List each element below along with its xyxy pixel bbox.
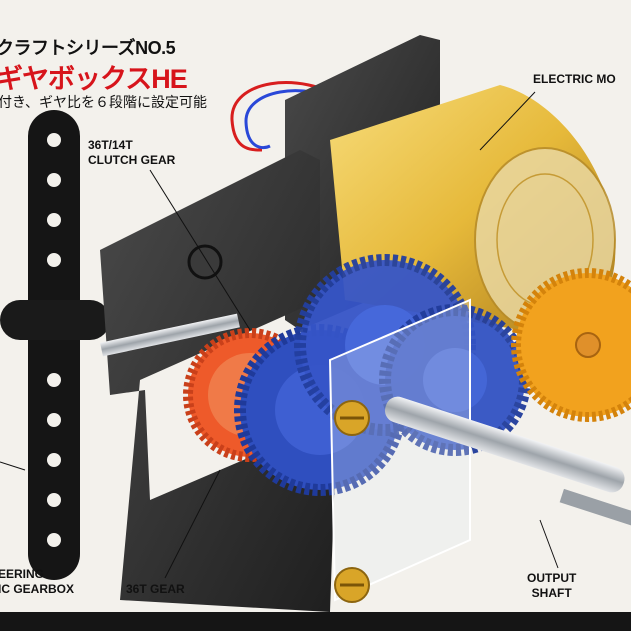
yellow-gear [511,268,631,422]
steering-arm [0,110,110,580]
steering-label-line2: IC GEARBOX [0,582,75,596]
product-title: ギヤボックスHE [0,64,188,94]
steering-label-line1: EERING [0,567,45,581]
brass-screw-bottom [334,567,370,603]
product-subtitle: 付き、ギヤ比を６段階に設定可能 [0,94,208,110]
output-shaft [384,396,625,493]
input-shaft [100,313,240,357]
clutch-gear-label: 36T/14T CLUTCH GEAR [88,138,175,168]
clutch-leader [149,169,251,331]
steer-leader [0,461,26,471]
brass-screw-top [334,400,370,436]
gear-36t-label: 36T GEAR [126,582,185,596]
motor-label: ELECTRIC MO [533,72,616,86]
clutch-gear-label-line1: 36T/14T [88,138,133,152]
gear36-leader [164,469,221,579]
clutch-gear-label-line2: CLUTCH GEAR [88,153,176,167]
output-label-line2: SHAFT [531,586,572,600]
red-wire [230,81,346,152]
output-shaft-label: OUTPUT SHAFT [527,571,576,601]
output-leader [539,519,559,569]
series-title: クラフトシリーズNO.5 [0,38,176,58]
bottom-edge [0,612,631,631]
steering-gearbox-label: EERING IC GEARBOX [0,567,74,597]
output-label-line1: OUTPUT [527,571,577,585]
clear-front-plate [328,298,471,602]
side-frame [100,150,335,612]
motor-leader [479,91,536,151]
